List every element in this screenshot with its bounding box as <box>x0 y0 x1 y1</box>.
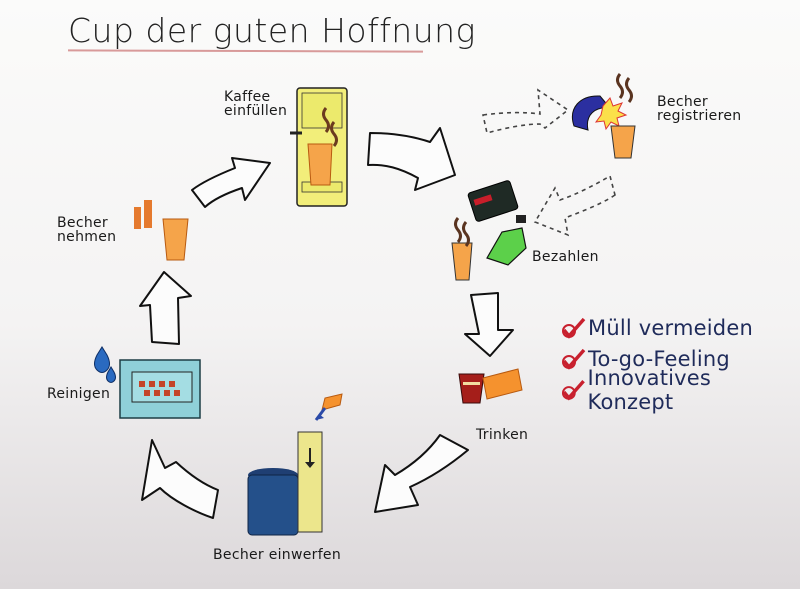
step-label-registrieren: Becher registrieren <box>657 95 741 124</box>
dashed-arrow-to-bezahlen <box>533 174 616 237</box>
scanner-cup-icon <box>572 73 636 159</box>
arrow-to-kaffee <box>191 157 271 208</box>
label-line: Kaffee <box>224 89 271 105</box>
step-label-reinigen: Reinigen <box>47 386 111 402</box>
benefit-item: To-go-Feeling <box>560 343 800 374</box>
arrow-to-cash <box>367 127 456 191</box>
label-line: registrieren <box>657 108 742 125</box>
label-line: einfüllen <box>224 103 288 120</box>
arrow-to-trinken <box>464 292 514 357</box>
cup-stack-icon <box>134 200 189 261</box>
coffee-machine-icon <box>290 87 348 207</box>
label-line: nehmen <box>57 229 117 246</box>
dishwasher-icon <box>94 346 201 419</box>
step-label-einwerfen: Becher einwerfen <box>213 547 342 563</box>
label-line: Becher <box>57 215 108 231</box>
arrow-to-reinigen <box>141 439 219 519</box>
checkmark-icon <box>562 348 586 370</box>
checkmark-icon <box>562 317 586 339</box>
checkmark-icon <box>561 379 585 401</box>
diagram-title: Cup der guten Hoffnung <box>68 11 476 50</box>
benefit-text: To-go-Feeling <box>588 346 730 371</box>
arrow-to-nehmen <box>139 271 192 345</box>
step-label-bezahlen: Bezahlen <box>532 249 599 265</box>
return-bin-icon <box>247 393 343 536</box>
step-label-nehmen: Becher nehmen <box>57 216 116 245</box>
benefits-list: Müll vermeiden To-go-Feeling Innovatives… <box>560 312 800 414</box>
step-label-kaffee: Kaffee einfüllen <box>224 90 287 119</box>
benefit-text: Innovatives Konzept <box>587 365 712 414</box>
benefit-item: Müll vermeiden <box>560 312 800 343</box>
drinking-cup-icon <box>458 368 523 404</box>
benefit-item: Innovatives Konzept <box>560 366 800 414</box>
step-label-trinken: Trinken <box>476 427 529 443</box>
arrow-to-einwerfen <box>374 434 469 513</box>
label-line: Becher <box>657 94 708 110</box>
dashed-arrow-to-registrieren <box>482 88 570 134</box>
benefit-text: Müll vermeiden <box>588 315 753 340</box>
cash-register-icon <box>451 180 527 281</box>
